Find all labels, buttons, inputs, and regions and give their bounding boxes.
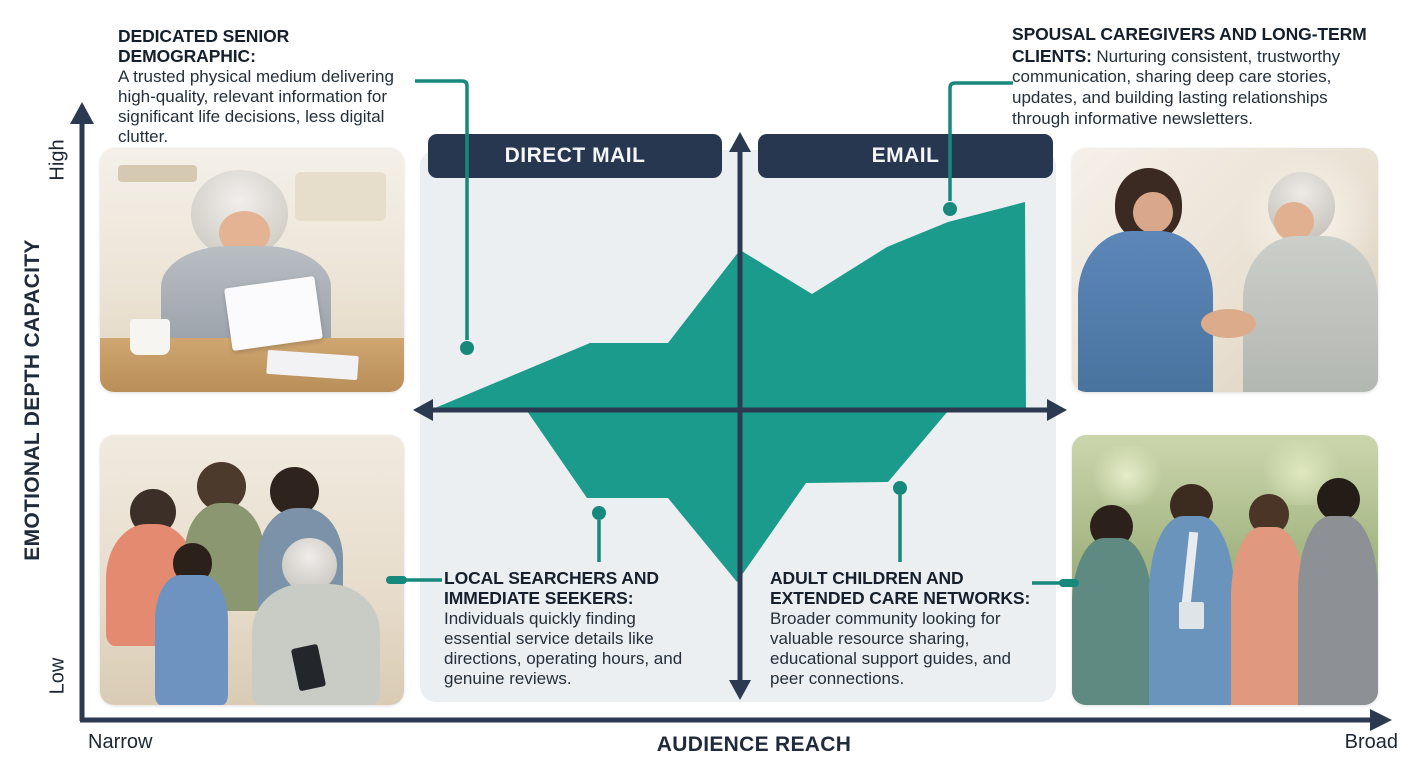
annotation-title: SPOUSAL CAREGIVERS AND LONG-TERM CLIENTS… [1012,24,1367,66]
annotation-title: ADULT CHILDREN AND EXTENDED CARE NETWORK… [770,568,1031,609]
annotation-body: Individuals quickly finding essential se… [444,608,683,688]
photo-family-with-phone [100,435,404,705]
connector-top-left [415,79,469,340]
annotation-adult-children: ADULT CHILDREN AND EXTENDED CARE NETWORK… [770,568,1038,688]
annotation-title: LOCAL SEARCHERS AND IMMEDIATE SEEKERS: [444,568,659,609]
outer-x-arrow [1370,709,1392,731]
annotation-title: DEDICATED SENIOR DEMOGRAPHIC: [118,26,290,67]
photo-caregiver-with-senior [1072,148,1378,392]
x-axis-narrow-label: Narrow [88,731,153,753]
annotation-local-searchers: LOCAL SEARCHERS AND IMMEDIATE SEEKERS: I… [444,568,702,688]
connector-top-right [948,81,1013,201]
annotation-spousal-caregivers: SPOUSAL CAREGIVERS AND LONG-TERM CLIENTS… [1012,24,1367,128]
annotation-body: A trusted physical medium delivering hig… [118,66,394,146]
annotation-body: Broader community looking for valuable r… [770,608,1012,688]
header-email: EMAIL [758,134,1053,178]
callout-dot-bottom-left [592,506,606,520]
x-axis-title: AUDIENCE REACH [656,733,852,756]
x-axis-broad-label: Broad [1344,731,1398,753]
photo-community-group-outdoors [1072,435,1378,705]
inner-y-arrow-down [729,680,751,700]
inner-x-arrow-left [413,399,433,421]
callout-dot-top-right [943,202,957,216]
outer-y-arrow [70,102,94,124]
header-direct-mail: DIRECT MAIL [428,134,722,178]
inner-y-arrow-up [729,132,751,152]
callout-dot-bottom-right [893,481,907,495]
inner-x-arrow-right [1047,399,1067,421]
callout-dot-top-left [460,341,474,355]
audience-area-shape [435,202,1026,582]
annotation-dedicated-senior-demographic: DEDICATED SENIOR DEMOGRAPHIC: A trusted … [118,26,430,146]
photo-senior-reading-mail [100,148,404,392]
